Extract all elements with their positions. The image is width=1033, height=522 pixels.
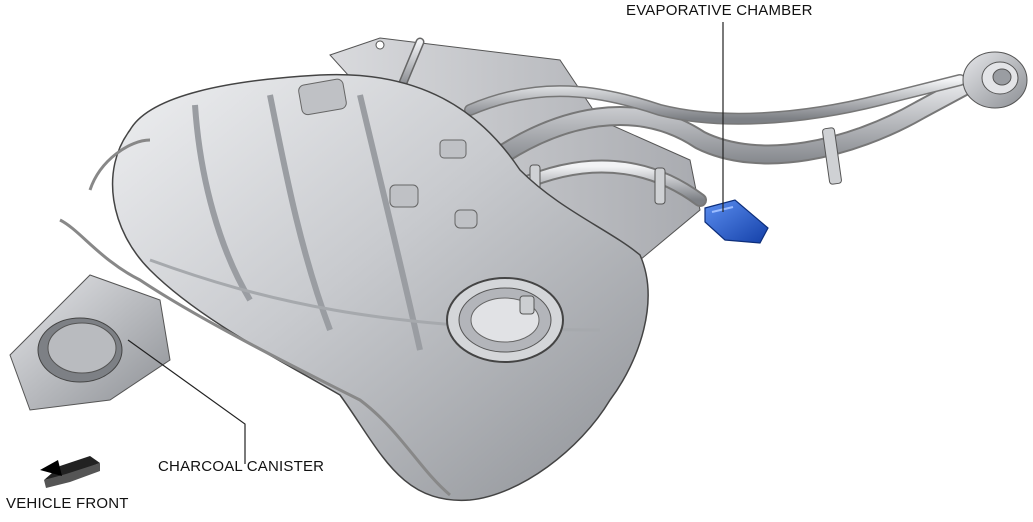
filler-pipes [395, 37, 1028, 207]
filler-cap [962, 51, 1028, 109]
fuel-tank-body [59, 73, 649, 501]
charcoal-canister-leader [127, 339, 246, 464]
fuel-pump-ring [446, 277, 564, 363]
vehicle-front-arrow-icon [40, 456, 100, 488]
evaporative-chamber-label: EVAPORATIVE CHAMBER [626, 2, 813, 19]
charcoal-canister [9, 274, 171, 411]
vehicle-front-label: VEHICLE FRONT [6, 495, 129, 512]
leader-lines [127, 22, 724, 464]
evaporative-chamber [704, 199, 769, 244]
charcoal-canister-label: CHARCOAL CANISTER [158, 458, 325, 475]
